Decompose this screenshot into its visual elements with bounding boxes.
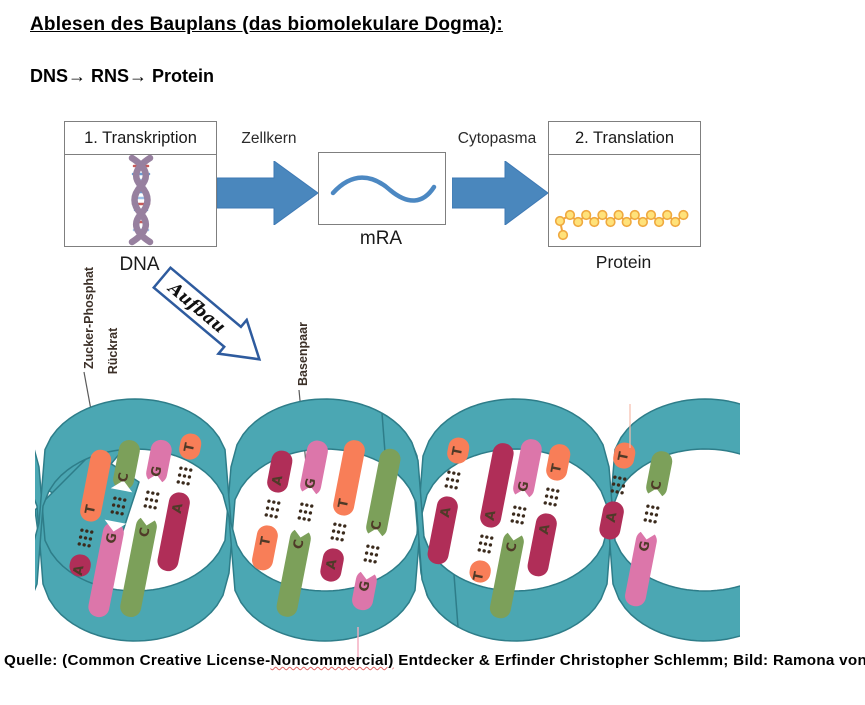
svg-text:T: T (616, 451, 632, 463)
page-title: Ablesen des Bauplans (das biomolekulare … (30, 14, 503, 35)
base-pair: AT (252, 450, 293, 571)
svg-text:T: T (336, 498, 352, 510)
base-pair: CG (625, 451, 673, 607)
base-pair: TA (69, 449, 112, 577)
cytoplasma-label: Cytopasma (457, 130, 537, 147)
translation-box: 2. Translation (548, 121, 701, 247)
svg-text:C: C (649, 479, 666, 491)
svg-text:A: A (537, 523, 554, 536)
dna-caption: DNA (119, 254, 160, 275)
mrna-caption: mRA (359, 228, 403, 249)
transcription-box-header: 1. Transkription (65, 122, 216, 155)
svg-text:G: G (149, 465, 166, 478)
dogma-sequence-text: DNS→ RNS→ Protein (30, 66, 215, 86)
svg-text:A: A (324, 558, 341, 571)
svg-text:G: G (303, 477, 320, 490)
svg-text:C: C (291, 538, 308, 550)
zellkern-label: Zellkern (241, 130, 297, 147)
base-pair: CG (88, 440, 140, 618)
base-pair: TA (599, 442, 636, 540)
mrna-box (318, 152, 446, 225)
svg-text:A: A (604, 511, 621, 524)
svg-text:T: T (549, 463, 565, 475)
svg-text:C: C (369, 519, 386, 531)
aufbau-arrow: Aufbau (151, 265, 262, 361)
svg-text:A: A (438, 506, 455, 519)
svg-text:T: T (450, 446, 466, 458)
base-pair: AT (469, 443, 514, 583)
base-pair: GC (276, 440, 328, 617)
mrna-wave-icon (330, 175, 437, 203)
svg-text:T: T (471, 570, 487, 582)
svg-text:G: G (637, 540, 654, 553)
svg-text:C: C (504, 541, 521, 553)
base-pair: TA (157, 433, 202, 572)
svg-text:T: T (83, 504, 99, 516)
svg-text:T: T (258, 535, 274, 547)
attribution: Quelle: (Common Creative License-Noncomm… (4, 652, 865, 669)
svg-text:A: A (170, 502, 187, 515)
base-pair: TA (427, 437, 470, 565)
svg-text:T: T (182, 442, 198, 454)
transcription-box: 1. Transkription (64, 121, 217, 247)
backbone-label-line2: Rückrat (106, 327, 120, 375)
stray-salmon-line (629, 404, 631, 448)
svg-text:G: G (516, 480, 533, 493)
protein-chain-icon (554, 209, 689, 241)
svg-text:A: A (270, 474, 287, 487)
svg-text:C: C (137, 526, 154, 538)
protein-caption: Protein (595, 252, 652, 272)
backbone-label-line1: Zucker-Phosphat (82, 266, 96, 369)
base-pair: GC (489, 439, 542, 619)
flow-arrow-right-icon (217, 161, 319, 225)
dna-helix-icon (128, 154, 153, 246)
svg-text:A: A (71, 564, 88, 577)
base-pair: TA (527, 444, 571, 577)
svg-text:G: G (357, 580, 374, 593)
base-pair: TA (320, 440, 365, 582)
base-pair: CG (352, 448, 401, 611)
attribution-spellcheck-word: Noncommercial) (270, 652, 394, 669)
translation-box-header: 2. Translation (549, 122, 700, 155)
flow-arrow-right-icon (452, 161, 549, 225)
base-pair: GC (120, 439, 172, 618)
stray-pink-line (357, 627, 359, 659)
attribution-text: Entdecker & Erfinder Christopher Schlemm… (393, 652, 865, 669)
svg-text:A: A (483, 509, 500, 522)
svg-text:G: G (104, 532, 121, 545)
svg-text:C: C (116, 471, 133, 483)
attribution-text: Quelle: (Common Creative License- (4, 652, 271, 669)
